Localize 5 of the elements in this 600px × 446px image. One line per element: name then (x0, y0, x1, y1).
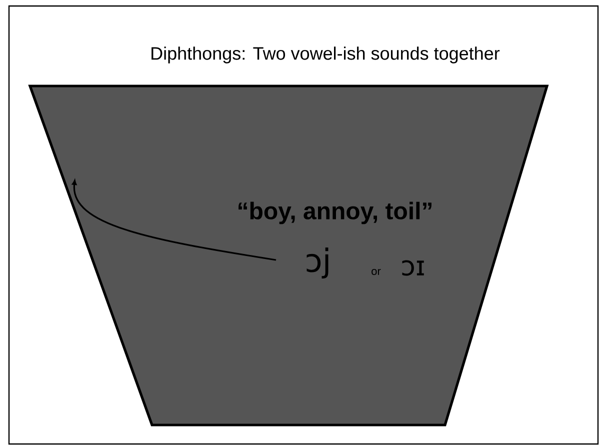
connective-word: or (372, 268, 381, 275)
example-words: “boy, annoy, toil” (238, 202, 432, 224)
title: Diphthongs: Two vowel-ish sounds together (152, 46, 500, 64)
ipa-symbol: ɔj (306, 248, 328, 278)
ipa-symbol: ɔɪ (402, 260, 424, 276)
